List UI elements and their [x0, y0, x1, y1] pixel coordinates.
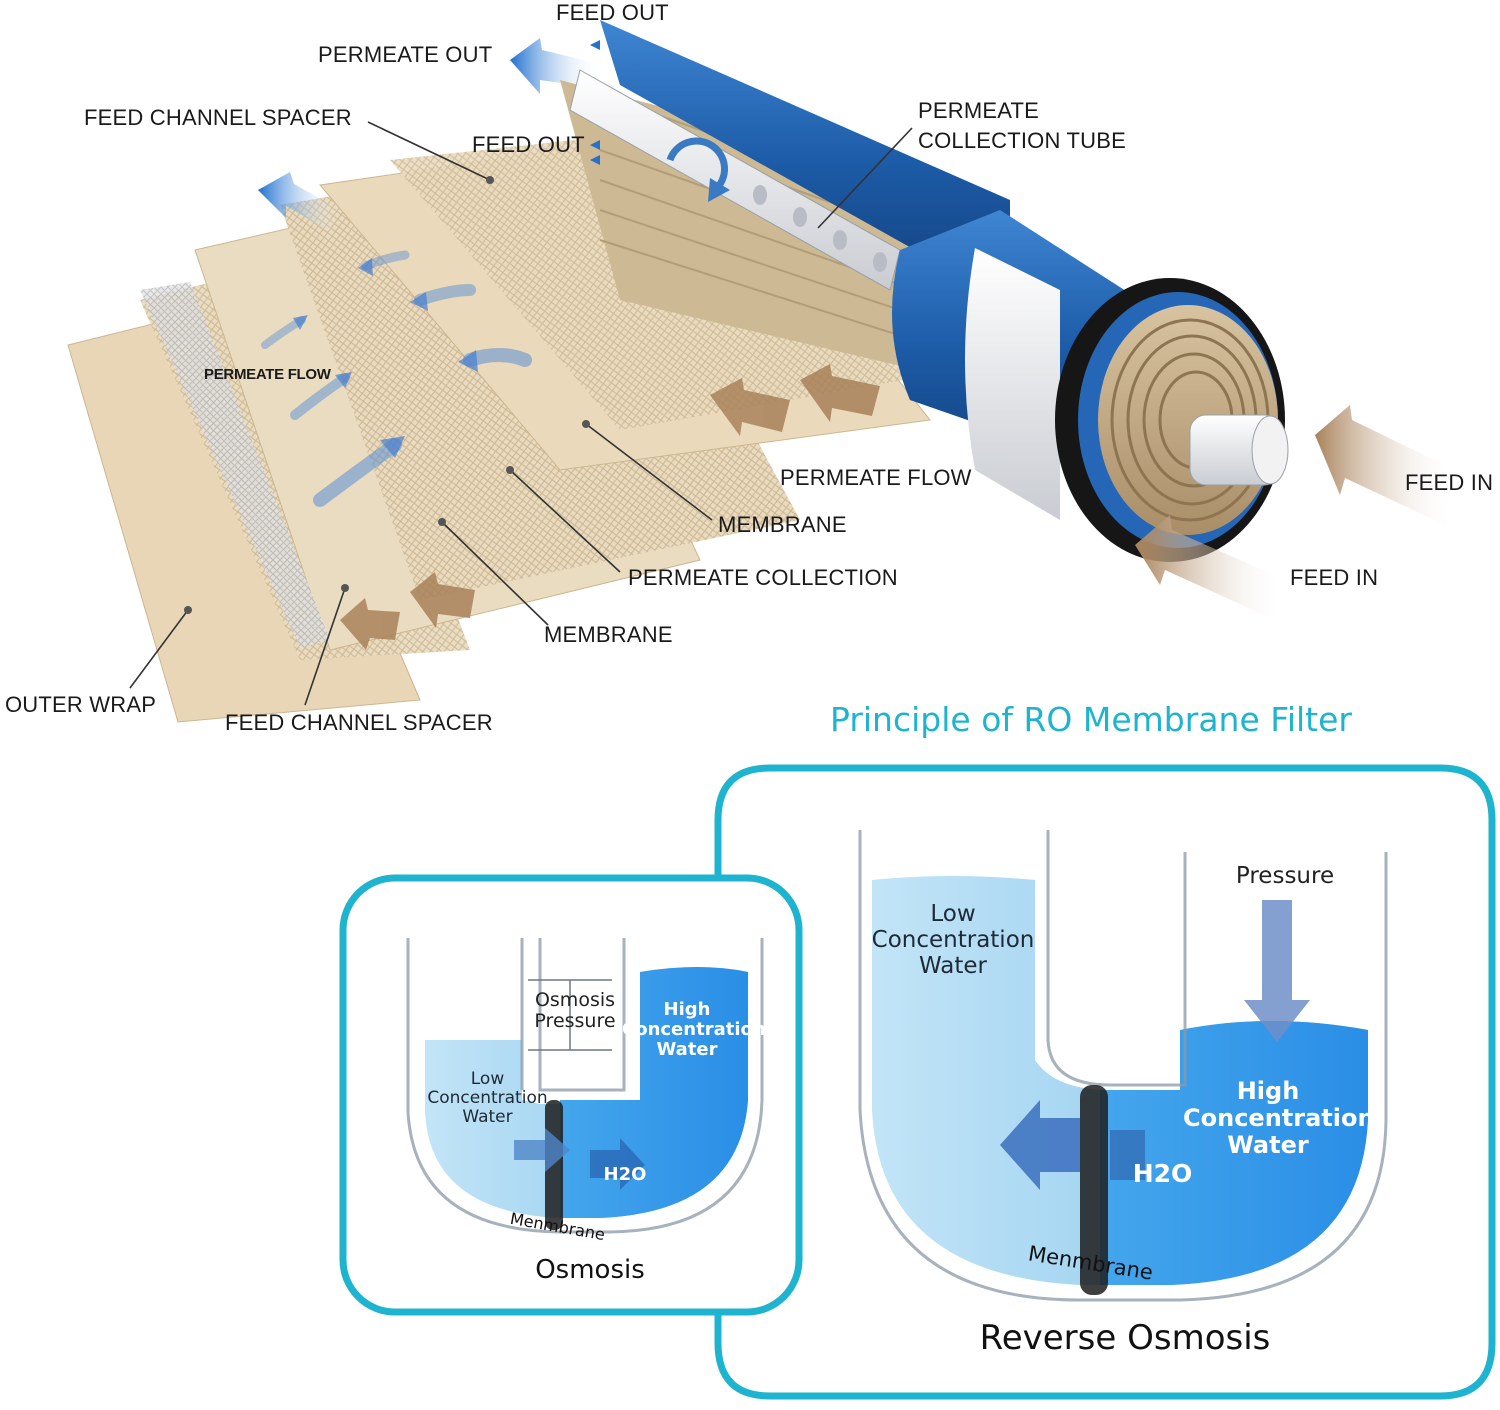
reverse-high-concentration: High Concentration Water [1183, 1077, 1375, 1159]
reverse-h2o: H2O [1132, 1159, 1193, 1188]
label-permeate-out: PERMEATE OUT [318, 42, 493, 67]
feed-in-arrows [1135, 405, 1455, 620]
grey-mesh-strip [140, 282, 330, 648]
feed-arrows-small [340, 364, 880, 650]
osmosis-pressure-label: Osmosis Pressure [528, 989, 622, 1033]
rotation-arrow [666, 137, 728, 193]
reverse-low-concentration: Low Concentration Water [868, 901, 1038, 979]
label-outer-wrap: OUTER WRAP [5, 692, 157, 717]
osmosis-low-line3: Water [462, 1107, 513, 1128]
label-permeate-flow-right: PERMEATE FLOW [780, 465, 972, 490]
permeate-flow-arrowheads [293, 258, 478, 458]
label-feed-out-top: FEED OUT [556, 0, 669, 25]
label-feed-out-mid: FEED OUT [472, 132, 585, 157]
label-feed-in-top: FEED IN [1405, 470, 1494, 495]
label-permeate-collection-tube-2: COLLECTION TUBE [918, 128, 1126, 153]
permeate-collection-tube [569, 69, 901, 291]
osmosis-high-line1: High [663, 999, 711, 1020]
osmosis-high-line3: Water [656, 1039, 718, 1061]
reverse-pressure-label: Pressure [1235, 863, 1335, 889]
osmosis-h2o: H2O [603, 1164, 647, 1185]
osmosis-low-line2: Concentration [427, 1088, 548, 1109]
white-band [965, 248, 1060, 520]
leader-dots [184, 176, 590, 614]
label-feed-channel-spacer-bottom: FEED CHANNEL SPACER [225, 710, 493, 735]
reverse-low-line3: Water [919, 952, 987, 979]
osmosis-high-line2: Concentration [622, 1019, 766, 1041]
feed-out-arrows [590, 40, 600, 165]
osmosis-u-tube [406, 938, 764, 1234]
reverse-osmosis-panel [714, 764, 1496, 1400]
reverse-osmosis-u-tube [858, 830, 1388, 1302]
osmosis-pressure-line1: Osmosis [534, 989, 616, 1011]
ro-cartridge [560, 20, 1289, 562]
reverse-high-line1: High [1236, 1077, 1300, 1105]
label-feed-in-bottom: FEED IN [1290, 565, 1379, 590]
label-permeate-collection: PERMEATE COLLECTION [628, 565, 898, 590]
leader-lines [129, 121, 913, 706]
osmosis-high-concentration: High Concentration Water [622, 999, 766, 1061]
reverse-high-line2: Concentration [1183, 1103, 1375, 1132]
reverse-low-line2: Concentration [871, 926, 1035, 953]
osmosis-caption: Osmosis [535, 1255, 645, 1285]
reverse-osmosis-caption: Reverse Osmosis [979, 1318, 1271, 1358]
reverse-high-line3: Water [1227, 1130, 1309, 1159]
label-permeate-collection-tube-1: PERMEATE [918, 98, 1039, 123]
label-permeate-flow-left: PERMEATE FLOW [204, 366, 331, 383]
label-membrane-lower: MEMBRANE [544, 622, 673, 647]
osmosis-low-line1: Low [470, 1069, 505, 1089]
reverse-low-line1: Low [930, 901, 976, 927]
label-feed-channel-spacer-top: FEED CHANNEL SPACER [84, 105, 352, 130]
osmosis-low-concentration: Low Concentration Water [420, 1069, 555, 1128]
principle-title: Principle of RO Membrane Filter [830, 700, 1352, 739]
osmosis-pressure-line2: Pressure [534, 1010, 616, 1033]
label-membrane-upper: MEMBRANE [718, 512, 847, 537]
